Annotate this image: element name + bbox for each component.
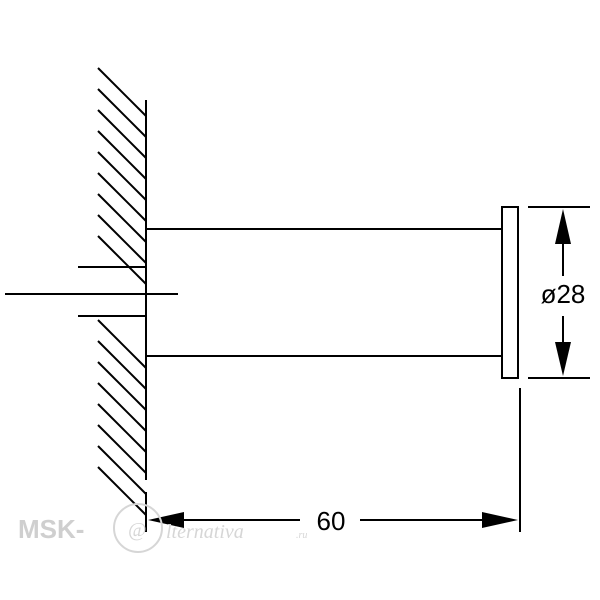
holder-body [146, 206, 519, 379]
hatch-line [97, 130, 147, 180]
holder-end-cap [501, 206, 519, 379]
diameter-dimension [528, 206, 590, 379]
hatch-line [97, 445, 147, 495]
hatch-line [97, 361, 147, 411]
wall-hatching [97, 67, 147, 516]
hatch-line [97, 403, 147, 453]
hatch-line [97, 424, 147, 474]
hatch-line [97, 214, 147, 264]
watermark-prefix: MSK- [18, 514, 84, 544]
hatch-line [97, 382, 147, 432]
diameter-label: ø28 [541, 279, 586, 309]
hatch-line [97, 88, 147, 138]
hatch-line [97, 109, 147, 159]
mounting-screw [5, 266, 178, 317]
wall [97, 67, 147, 516]
hatch-line [97, 172, 147, 222]
length-dimension [145, 388, 521, 532]
diameter-arrow-top [555, 209, 571, 244]
watermark-at-ring [113, 503, 163, 553]
diameter-arrow-bottom [555, 342, 571, 376]
hatch-line [97, 235, 147, 285]
length-arrow-right [482, 512, 518, 528]
length-arrow-left [148, 512, 184, 528]
watermark-word: lternativa [166, 521, 244, 543]
hatch-line [97, 67, 147, 117]
watermark-suffix: .ru [296, 530, 307, 541]
hatch-line [97, 319, 147, 369]
watermark-at-glyph: @ [128, 519, 146, 541]
hatch-line [97, 466, 147, 516]
watermark: MSK- @ lternativa .ru [18, 503, 307, 553]
hatch-line [97, 340, 147, 390]
length-label: 60 [317, 506, 346, 536]
hatch-line [97, 193, 147, 243]
hatch-line [97, 151, 147, 201]
